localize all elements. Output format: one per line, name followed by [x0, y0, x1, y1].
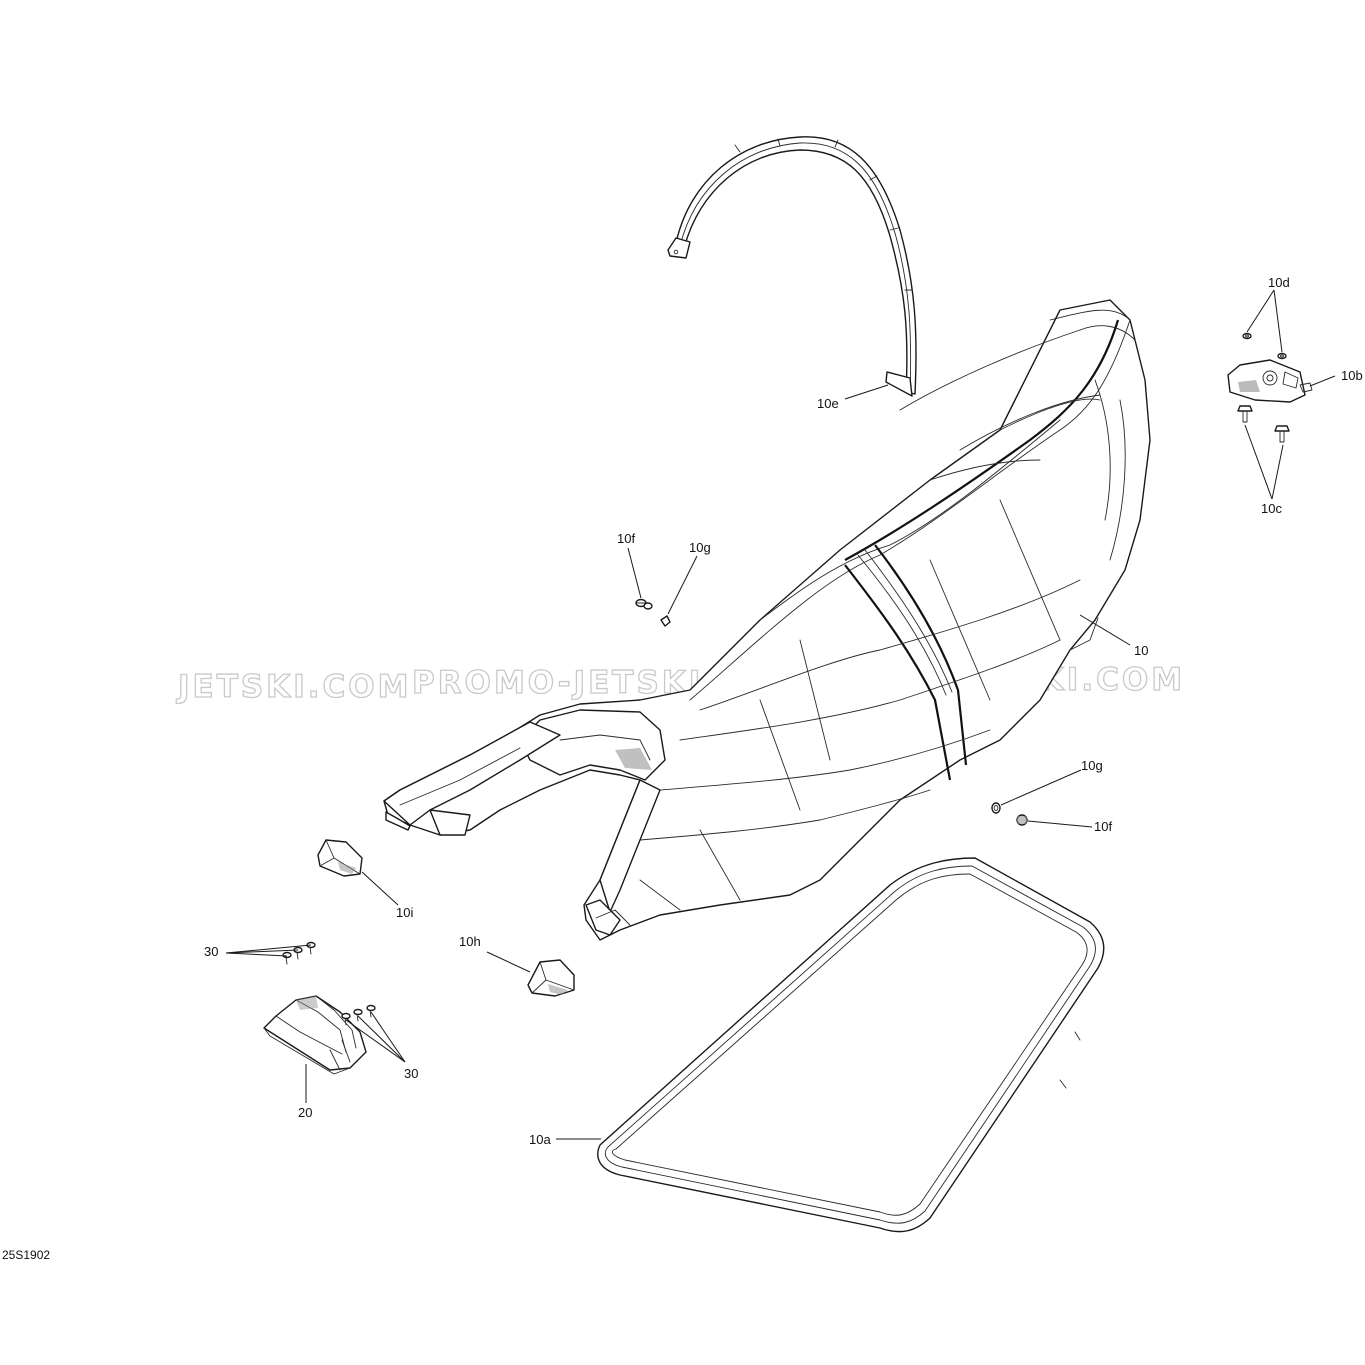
bracket-20[interactable]: [263, 995, 367, 1075]
callout-10g-top: 10g: [689, 540, 711, 555]
bumper-10i[interactable]: [317, 839, 363, 877]
callout-10f-right: 10f: [1094, 819, 1112, 834]
seat-latch-part[interactable]: [1227, 359, 1313, 403]
bumper-10h[interactable]: [527, 959, 575, 997]
watermark-1: JETSKI.COM: [176, 669, 411, 705]
fasteners-top[interactable]: [635, 598, 671, 627]
callout-30-upper: 30: [204, 944, 218, 959]
seat-strap-part[interactable]: [667, 136, 917, 397]
screws-30-lower[interactable]: [341, 1004, 376, 1026]
callout-10a: 10a: [529, 1132, 551, 1147]
callout-10g-right: 10g: [1081, 758, 1103, 773]
callout-labels: 10e 10d 10b 10c 10f 10g 10 10g 10f 10i 1…: [204, 275, 1363, 1147]
callout-30-lower: 30: [404, 1066, 418, 1081]
callout-20: 20: [298, 1105, 312, 1120]
washers-10d[interactable]: [1242, 332, 1287, 360]
diagram-reference-code: 25S1902: [2, 1248, 50, 1262]
callout-10c: 10c: [1261, 501, 1282, 516]
callout-10f-top: 10f: [617, 531, 635, 546]
callout-10: 10: [1134, 643, 1148, 658]
leader-lines: [225, 289, 1336, 1140]
callout-10d: 10d: [1268, 275, 1290, 290]
callout-10h: 10h: [459, 934, 481, 949]
bolts-10c[interactable]: [1237, 405, 1290, 443]
fasteners-right[interactable]: [991, 802, 1028, 826]
callout-10i: 10i: [396, 905, 413, 920]
callout-10b: 10b: [1341, 368, 1363, 383]
seat-assembly-part[interactable]: [383, 299, 1151, 941]
callout-10e: 10e: [817, 396, 839, 411]
seal-gasket-part[interactable]: [597, 857, 1105, 1233]
